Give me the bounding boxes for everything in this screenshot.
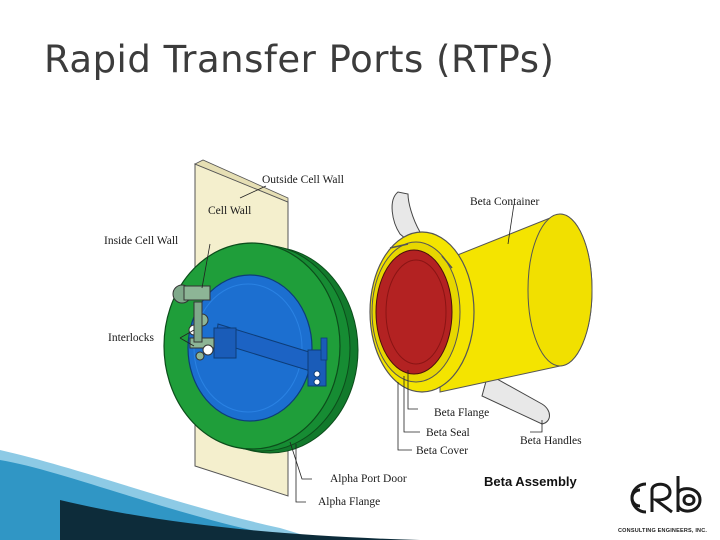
beta-cover-rim <box>385 259 447 365</box>
latch-bolt-icon <box>313 370 321 378</box>
beta-flange-tabs <box>389 243 453 269</box>
decorative-swoosh <box>0 450 420 540</box>
label-alpha-port-door: Alpha Port Door <box>330 473 407 485</box>
label-cell-wall: Cell Wall <box>208 205 251 217</box>
label-beta-flange: Beta Flange <box>434 407 489 419</box>
cell-wall-top-edge <box>194 159 289 203</box>
beta-container-end <box>527 213 593 367</box>
company-name: CONSULTING ENGINEERS, INC. <box>618 528 708 534</box>
label-interlocks: Interlocks <box>108 332 155 344</box>
label-beta-handles: Beta Handles <box>520 435 582 447</box>
latch-bolt-icon <box>313 378 321 386</box>
interlock-hinge-block <box>213 327 237 359</box>
label-beta-container: Beta Container <box>470 196 539 208</box>
beta-assembly-caption: Beta Assembly <box>484 474 577 489</box>
latch-pin <box>320 337 328 361</box>
slide-title: Rapid Transfer Ports (RTPs) <box>44 38 555 81</box>
label-beta-seal: Beta Seal <box>426 427 470 439</box>
interlock-mechanism <box>172 284 215 361</box>
beta-cover <box>375 249 453 375</box>
leader-lines <box>179 185 543 503</box>
label-inside-cell-wall: Inside Cell Wall <box>104 235 178 247</box>
rtp-diagram-illustration: Outside Cell Wall Cell Wall Inside Cell … <box>104 159 593 508</box>
label-alpha-flange: Alpha Flange <box>318 496 380 508</box>
rtp-diagram: Outside Cell Wall Cell Wall Inside Cell … <box>90 152 610 516</box>
crb-logo <box>630 476 702 514</box>
label-beta-cover: Beta Cover <box>416 445 468 457</box>
label-outside-cell-wall: Outside Cell Wall <box>262 174 344 186</box>
beta-handle-lower <box>481 373 550 425</box>
